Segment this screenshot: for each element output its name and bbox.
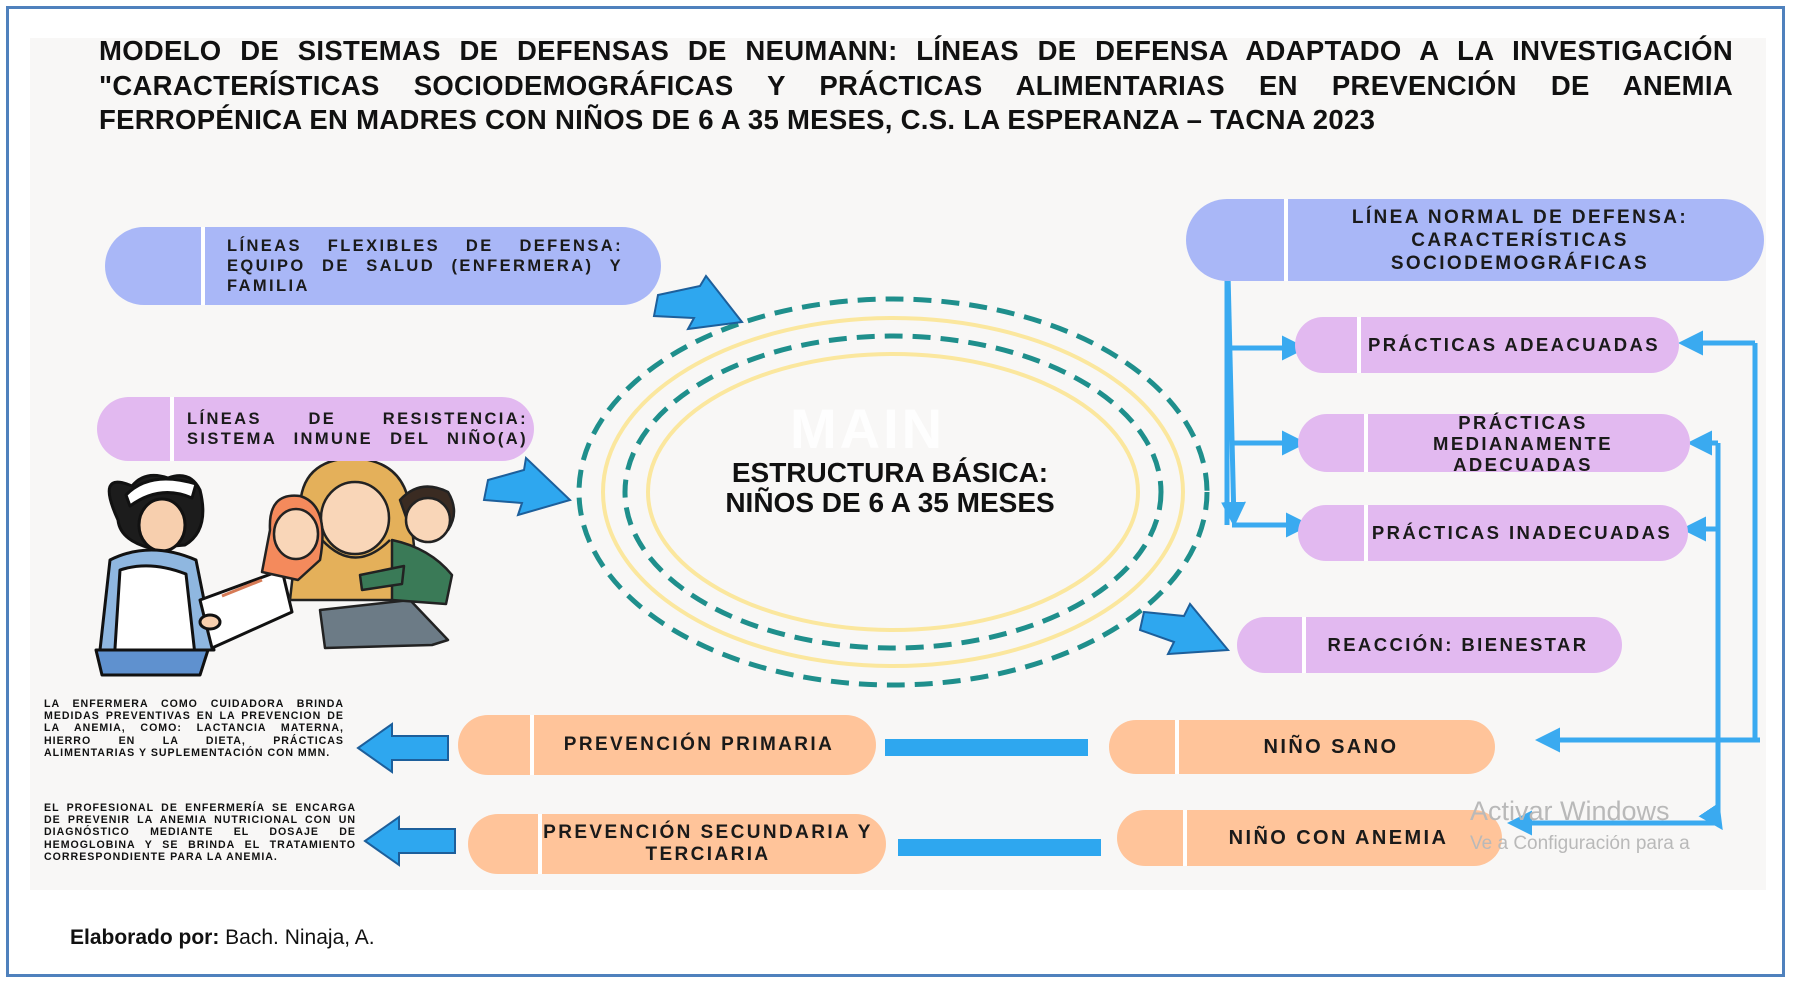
arrow-primary-to-note — [356, 722, 449, 774]
nurse-illustration — [94, 473, 294, 677]
basic-structure-title: ESTRUCTURA BÁSICA: — [731, 457, 1049, 488]
basic-structure-rings — [576, 296, 1210, 688]
inadequate-practices-box: PRÁCTICAS INADECUADAS — [1298, 505, 1688, 561]
connector-secondary-anemia — [898, 839, 1101, 856]
author-credit: Elaborado por: Bach. Ninaja, A. — [70, 926, 375, 950]
connector-primary-healthy — [885, 739, 1088, 756]
author-credit-name: Bach. Ninaja, A. — [219, 926, 375, 949]
fat-arrows — [356, 274, 1231, 867]
resistance-label: LÍNEAS DE RESISTENCIA: SISTEMA INMUNE DE… — [187, 410, 528, 448]
nurse-caregiver-note: LA ENFERMERA COMO CUIDADORA BRINDA MEDID… — [44, 698, 344, 759]
activate-windows-text: Activar Windows — [1470, 796, 1670, 826]
primary-prevention-box: PREVENCIÓN PRIMARIA — [458, 715, 876, 775]
reaction-label: REACCIÓN: BIENESTAR — [1327, 634, 1589, 655]
outcome-arrows — [1507, 330, 1760, 836]
nurse-professional-note: EL PROFESIONAL DE ENFERMERÍA SE ENCARGA … — [44, 802, 356, 863]
resistance-ring — [622, 333, 1164, 651]
flexible-defense-box: LÍNEAS FLEXIBLES DE DEFENSA: EQUIPO DE S… — [105, 227, 661, 305]
healthy-child-label: NIÑO SANO — [1263, 736, 1399, 758]
medium-practices-box: PRÁCTICAS MEDIANAMENTE ADECUADAS — [1298, 411, 1690, 475]
basic-structure-label: ESTRUCTURA BÁSICA: NIÑOS DE 6 A 35 MESES — [660, 458, 1120, 518]
adequate-practices-box: PRÁCTICAS ADEACUADAS — [1295, 317, 1679, 373]
author-credit-label: Elaborado por: — [70, 926, 220, 949]
secondary-prevention-box: PREVENCIÓN SECUNDARIA Y TERCIARIA — [468, 814, 886, 874]
inadequate-practices-label: PRÁCTICAS INADECUADAS — [1371, 522, 1673, 543]
reaction-box: REACCIÓN: BIENESTAR — [1237, 617, 1622, 673]
mother-children-illustration — [260, 456, 456, 650]
flexible-defense-ring — [576, 296, 1210, 688]
anemia-child-label: NIÑO CON ANEMIA — [1228, 827, 1449, 849]
adequate-practices-label: PRÁCTICAS ADEACUADAS — [1368, 334, 1660, 355]
resistance-box: LÍNEAS DE RESISTENCIA: SISTEMA INMUNE DE… — [97, 397, 534, 461]
anemia-child-box: NIÑO CON ANEMIA — [1117, 810, 1502, 866]
diagram-title: MODELO DE SISTEMAS DE DEFENSAS DE NEUMAN… — [99, 35, 1733, 135]
main-watermark: MAIN — [790, 397, 946, 460]
arrow-resistance-to-ring — [482, 455, 572, 517]
core-ring — [646, 352, 1140, 632]
arrow-secondary-to-note — [363, 815, 456, 867]
secondary-prevention-label: PREVENCIÓN SECUNDARIA Y TERCIARIA — [543, 822, 873, 865]
arrow-ring-to-reaction — [1138, 602, 1231, 656]
basic-structure-subtitle: NIÑOS DE 6 A 35 MESES — [725, 487, 1055, 518]
medium-practices-label: PRÁCTICAS MEDIANAMENTE ADECUADAS — [1433, 411, 1613, 475]
activate-windows-subtext: Ve a Configuración para a — [1470, 833, 1690, 854]
arrow-flexible-to-ring — [652, 274, 744, 331]
flexible-defense-label: LÍNEAS FLEXIBLES DE DEFENSA: EQUIPO DE S… — [227, 237, 623, 295]
normal-defense-ring — [601, 316, 1185, 668]
normal-defense-box: LÍNEA NORMAL DE DEFENSA: CARACTERÍSTICAS… — [1186, 199, 1764, 281]
primary-prevention-label: PREVENCIÓN PRIMARIA — [563, 734, 835, 755]
normal-defense-label: LÍNEA NORMAL DE DEFENSA: CARACTERÍSTICAS… — [1351, 206, 1689, 274]
healthy-child-box: NIÑO SANO — [1109, 720, 1495, 774]
